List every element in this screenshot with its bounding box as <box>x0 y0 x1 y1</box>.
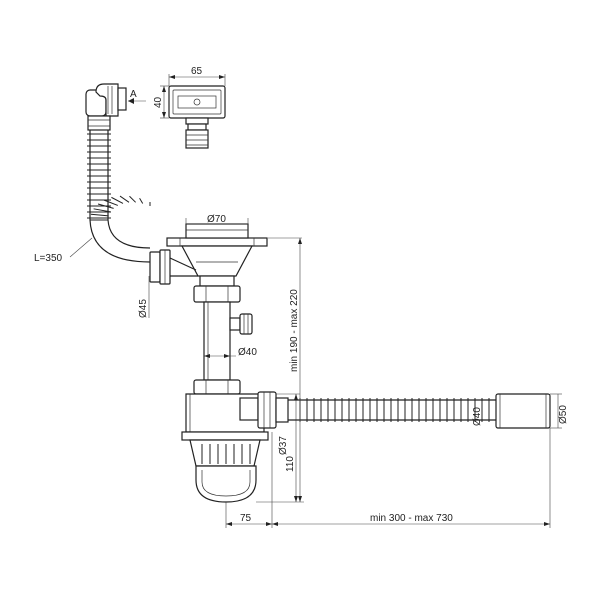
overflow-elbow <box>85 83 127 131</box>
overflow-inlet-connector <box>149 249 198 285</box>
dim-height-40: 40 <box>153 85 169 119</box>
outlet-elbow-nut <box>239 391 289 429</box>
overflow-grille-view <box>168 85 226 149</box>
dim-diameter-70: Ø70 <box>185 214 249 225</box>
width-75-label: 75 <box>240 513 252 524</box>
drain-nut-upper <box>193 285 241 303</box>
length-range-label: min 300 - max 730 <box>370 513 453 524</box>
outlet-hose-ribs <box>299 398 490 422</box>
height-40-label: 40 <box>153 96 164 108</box>
overflow-hose-ribs <box>87 133 151 221</box>
diameter-40-hose-label: Ø40 <box>472 407 483 426</box>
outlet-corrugated-hose <box>288 398 496 422</box>
dim-width-75: 75 <box>225 432 273 528</box>
outlet-end-sleeve <box>495 393 551 429</box>
overflow-corrugated-hose <box>87 130 151 263</box>
dim-height-range: min 190 - max 220 <box>256 237 304 503</box>
dim-diameter-40-inner: Ø40 <box>204 347 257 358</box>
dim-diameter-45: Ø45 <box>138 276 150 318</box>
height-range-label: min 190 - max 220 <box>289 289 300 372</box>
view-a-marker: A <box>128 89 146 104</box>
trap-cap-ribs <box>201 444 251 464</box>
dim-diameter-37: Ø37 <box>278 436 289 455</box>
diameter-50-label: Ø50 <box>558 405 569 424</box>
drain-vertical-pipe <box>203 301 231 381</box>
dim-diameter-40-hose: Ø40 <box>472 407 483 426</box>
width-65-label: 65 <box>191 66 203 77</box>
diameter-70-label: Ø70 <box>207 214 226 225</box>
sink-drain-strainer <box>166 223 268 287</box>
view-a-label: A <box>130 89 137 100</box>
dim-diameter-50: Ø50 <box>550 393 569 429</box>
diameter-40-inner-label: Ø40 <box>238 347 257 358</box>
hose-length-callout: L=350 <box>34 237 93 264</box>
height-110-label: 110 <box>285 456 296 472</box>
diameter-37-label: Ø37 <box>278 436 289 455</box>
hose-length-label: L=350 <box>34 253 63 264</box>
diameter-45-label: Ø45 <box>138 299 149 318</box>
dim-width-65: 65 <box>168 66 226 86</box>
appliance-inlet-nipple <box>229 313 253 335</box>
dim-length-range: min 300 - max 730 <box>272 428 551 528</box>
